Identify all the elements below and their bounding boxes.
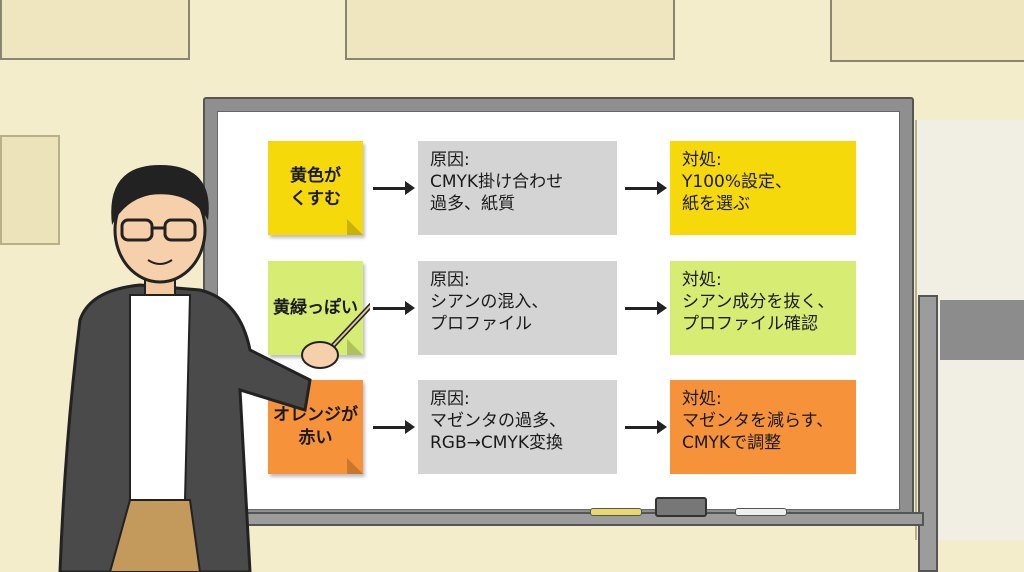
board-stand bbox=[918, 295, 938, 572]
arrow-icon bbox=[625, 301, 667, 315]
arrow-icon bbox=[625, 181, 667, 195]
eraser[interactable] bbox=[655, 497, 707, 517]
problem-label: 黄緑っぽい bbox=[273, 297, 358, 318]
problem-label: 黄色が くすむ bbox=[290, 166, 341, 209]
arrow-icon bbox=[373, 181, 415, 195]
fix-box: 対処: Y100%設定、 紙を選ぶ bbox=[670, 141, 856, 235]
presenter-illustration bbox=[58, 165, 370, 572]
wall-frame bbox=[0, 135, 60, 245]
gray-panel bbox=[940, 300, 1024, 360]
wall-shelf bbox=[345, 0, 675, 60]
cause-box: 原因: シアンの混入、 プロファイル bbox=[418, 261, 617, 355]
arrow-icon bbox=[373, 420, 415, 434]
arrow-icon bbox=[373, 301, 415, 315]
wall-shelf bbox=[830, 0, 1024, 62]
problem-label: オレンジが 赤い bbox=[273, 405, 358, 448]
marker[interactable] bbox=[735, 508, 787, 516]
wall-shelf bbox=[0, 0, 190, 60]
fix-box: 対処: シアン成分を抜く、 プロファイル確認 bbox=[670, 261, 856, 355]
cause-box: 原因: マゼンタの過多、 RGB→CMYK変換 bbox=[418, 380, 617, 474]
problem-sticky-note: 黄緑っぽい bbox=[268, 261, 363, 355]
arrow-icon bbox=[625, 420, 667, 434]
fix-box: 対処: マゼンタを減らす、 CMYKで調整 bbox=[670, 380, 856, 474]
marker[interactable] bbox=[590, 508, 642, 516]
problem-sticky-note: 黄色が くすむ bbox=[268, 141, 363, 235]
cause-box: 原因: CMYK掛け合わせ 過多、紙質 bbox=[418, 141, 617, 235]
